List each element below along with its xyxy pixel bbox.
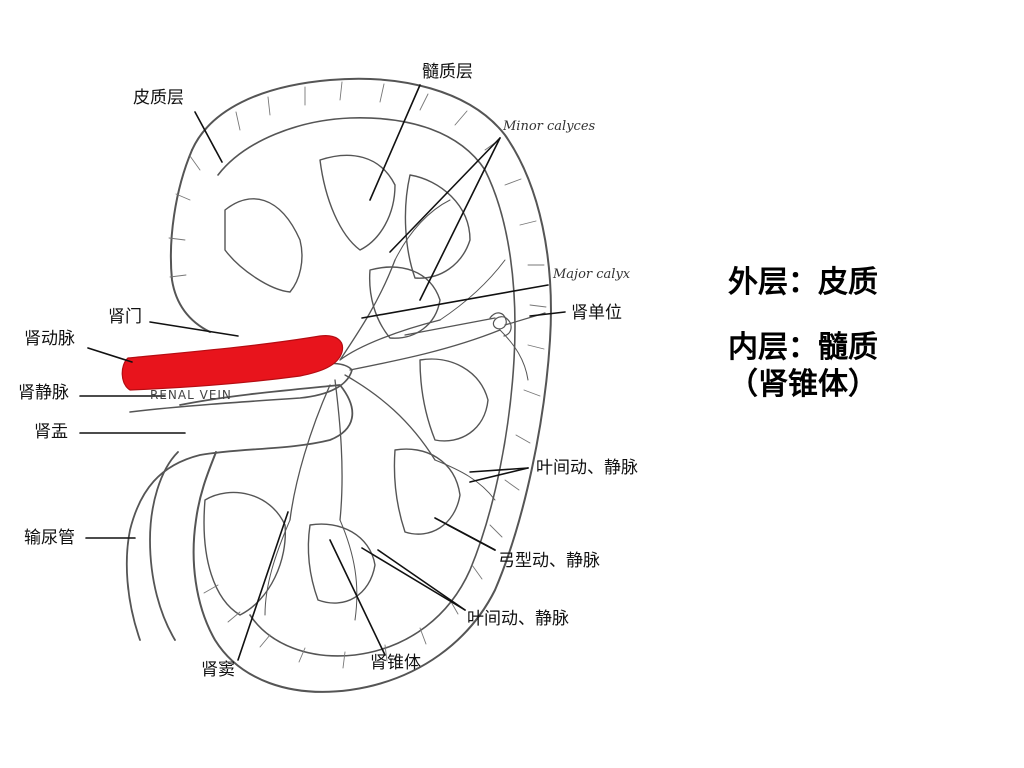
summary-inner-note: （肾锥体） [728,367,878,402]
cortical-vessels [168,81,547,669]
label-arcuate: 弓型动、静脉 [498,551,600,571]
leader-interlobar-1b [469,467,529,483]
leader-renal-artery [87,347,133,363]
pyramid [319,154,396,251]
label-renal-sinus: 肾窦 [201,660,235,680]
label-interlobar-2: 叶间动、静脉 [467,609,569,629]
label-interlobar-1: 叶间动、静脉 [536,458,638,478]
label-minor-calyces: Minor calyces [503,119,596,134]
leader-medulla [369,84,421,201]
label-renal-pyramid: 肾锥体 [370,653,421,673]
pyramid [224,198,303,293]
leader-minor-calyces-2 [419,137,501,301]
summary-inner-layer: 内层：髓质 [728,330,878,365]
label-medulla: 髓质层 [422,62,473,82]
pyramid [203,491,287,616]
kidney-outer-contour [191,77,552,693]
vessel [289,259,501,521]
label-major-calyx: Major calyx [553,267,631,282]
pyramid [368,266,441,339]
summary-outer-layer: 外层：皮质 [728,265,878,300]
label-nephron: 肾单位 [571,303,622,323]
leader-minor-calyces-1 [389,137,501,253]
cortex-inner-boundary [217,117,516,657]
label-renal-pelvis: 肾盂 [34,422,68,442]
pyramid [307,523,376,604]
leader-hilum [149,321,239,337]
pyramid [393,448,461,535]
nephron-shape [489,312,546,337]
label-cortex: 皮质层 [133,88,184,108]
renal-artery-shape [121,335,344,391]
kidney-hilum-contour [169,149,211,333]
leader-renal-sinus [237,511,289,661]
nephron-tube [404,317,496,336]
label-renal-artery: 肾动脉 [24,329,75,349]
leader-interlobar-2b [377,549,466,611]
leader-nephron [529,311,566,317]
label-ureter: 输尿管 [24,528,75,548]
leader-interlobar-2a [361,547,466,611]
renal-pelvis [125,384,354,641]
pyramid [419,358,489,442]
leader-major-calyx [361,284,549,319]
leader-cortex [194,111,223,163]
leader-renal-pyramid [329,539,386,656]
leader-interlobar-1a [469,467,529,473]
label-hilum: 肾门 [108,307,142,327]
vessel [264,199,529,621]
label-renal-vein: 肾静脉 [18,383,69,403]
ureter [149,451,179,641]
leader-arcuate-2 [447,524,496,551]
pyramid [404,174,471,279]
renal-vein-caption: RENAL VEIN [150,388,232,402]
